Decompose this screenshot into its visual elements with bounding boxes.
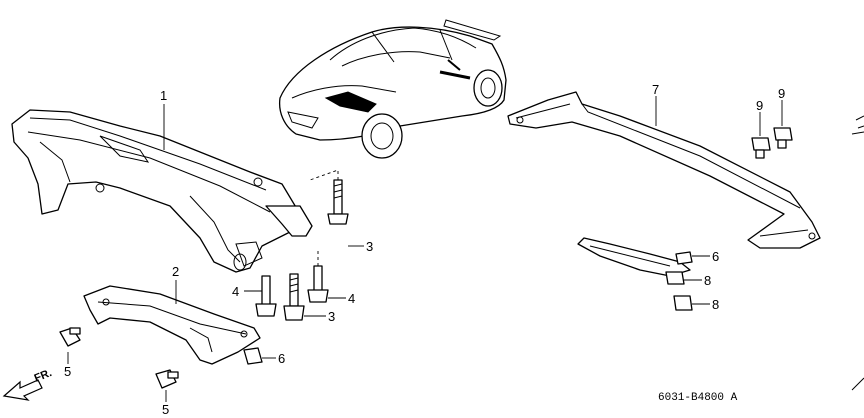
- callout-8a: 8: [704, 273, 711, 288]
- callout-1: 1: [160, 88, 167, 103]
- callout-2: 2: [172, 264, 179, 279]
- callout-9b: 9: [778, 86, 785, 101]
- callout-4a: 4: [232, 284, 239, 299]
- rear-brace: [507, 91, 821, 249]
- bolt-3a: [327, 179, 349, 225]
- car-illustration: [278, 19, 507, 159]
- diagram-code: 6031-B4800 A: [658, 392, 738, 404]
- bolt-4b: [307, 265, 329, 303]
- bolt-5b: [155, 369, 179, 389]
- lower-bracket: [83, 285, 261, 365]
- callout-6b: 6: [712, 249, 719, 264]
- partial-part-right-edge: [851, 115, 864, 391]
- bolt-8a: [665, 271, 685, 285]
- front-subframe: [11, 109, 313, 273]
- callouts: 1 2 3 3 4 4 5 5 6 6 7 8 8 9 9: [64, 82, 785, 417]
- bolt-6b: [675, 251, 693, 265]
- front-label: FR.: [33, 367, 54, 385]
- callout-3b: 3: [328, 309, 335, 324]
- front-direction-marker: FR.: [2, 367, 54, 401]
- bolt-3b: [283, 273, 305, 321]
- bolt-6a: [243, 347, 263, 365]
- bolt-9a: [751, 137, 771, 159]
- callout-7: 7: [652, 82, 659, 97]
- bolt-4a: [255, 275, 277, 317]
- callout-4b: 4: [348, 291, 355, 306]
- arrow-icon: [2, 379, 43, 401]
- bolt-5a: [59, 327, 81, 347]
- callout-5a: 5: [64, 364, 71, 379]
- callout-5b: 5: [162, 402, 169, 417]
- callout-8b: 8: [712, 297, 719, 312]
- bolt-9b: [773, 127, 793, 149]
- lower-bar: [577, 237, 691, 277]
- callout-6a: 6: [278, 351, 285, 366]
- callout-3a: 3: [366, 239, 373, 254]
- bolt-8b: [673, 295, 693, 311]
- leader-lines: [67, 96, 783, 402]
- callout-9a: 9: [756, 98, 763, 113]
